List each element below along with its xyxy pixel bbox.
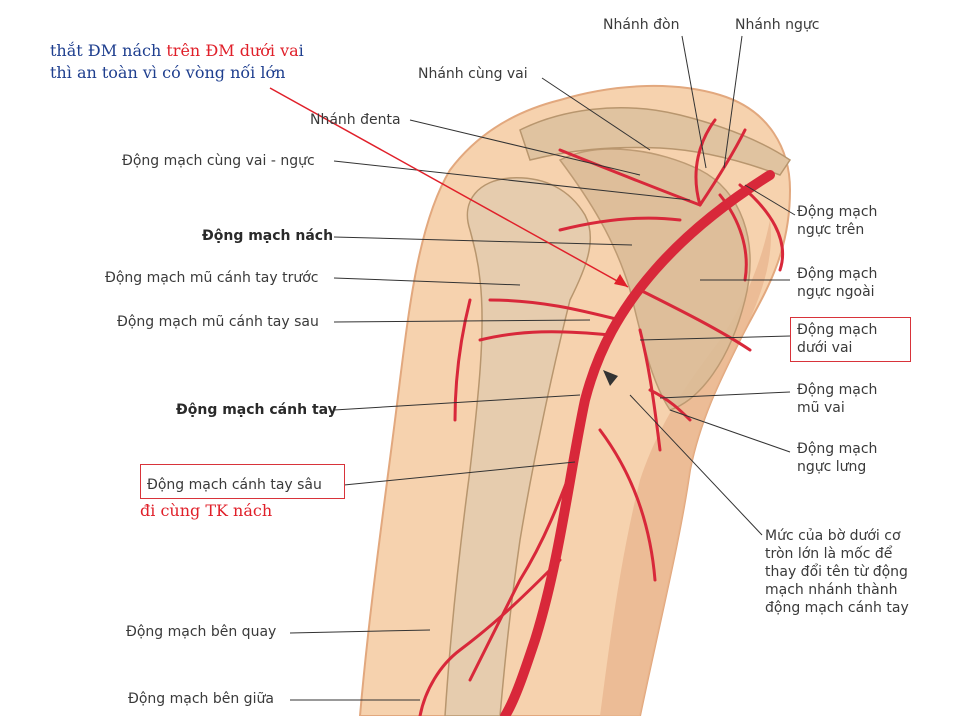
label-dm-cung-vai-nguc: Động mạch cùng vai - ngực	[122, 153, 315, 169]
annotation-red-arrowhead	[614, 274, 628, 287]
label-muc-1: Mức của bờ dưới cơ	[765, 528, 901, 544]
brachial-artery	[500, 170, 775, 716]
label-dm-mu-canh-tay-sau: Động mạch mũ cánh tay sau	[117, 314, 319, 330]
subscapular-box	[790, 317, 911, 362]
label-muc-5: động mạch cánh tay	[765, 600, 909, 616]
label-dm-nach: Động mạch nách	[202, 228, 334, 244]
note-blue-part: thắt ĐM nách	[50, 41, 167, 60]
label-dm-mu-vai-1: Động mạch	[797, 382, 878, 398]
label-dm-nguc-tren-2: ngực trên	[797, 222, 865, 238]
label-dm-nguc-lung-2: ngực lưng	[797, 459, 867, 475]
label-muc-4: mạch nhánh thành	[765, 582, 898, 598]
label-nhanh-don: Nhánh đòn	[603, 17, 680, 33]
label-dm-mu-canh-tay-truoc: Động mạch mũ cánh tay trước	[105, 270, 319, 286]
label-dm-duoi-vai-2: dưới vai	[797, 340, 853, 356]
label-nhanh-denta: Nhánh đenta	[310, 112, 401, 128]
annotation-red-line	[269, 87, 629, 288]
leader-lines	[289, 35, 796, 701]
label-muc-3: thay đổi tên từ động	[765, 564, 908, 580]
label-dm-nguc-ngoai-2: ngực ngoài	[797, 284, 875, 300]
level-arrowhead	[603, 370, 618, 386]
label-dm-duoi-vai-1: Động mạch	[797, 322, 878, 338]
note-blue-end: i	[298, 41, 304, 60]
label-nhanh-nguc: Nhánh ngực	[735, 17, 820, 33]
label-dm-ben-quay: Động mạch bên quay	[126, 624, 277, 640]
label-dm-nguc-ngoai-1: Động mạch	[797, 266, 878, 282]
deep-brachial-box	[140, 464, 345, 499]
label-di-cung-tk-nach: đi cùng TK nách	[140, 501, 273, 520]
note-red-part: trên ĐM dưới va	[166, 41, 299, 60]
ligation-note-line2: thì an toàn vì có vòng nối lớn	[50, 63, 286, 82]
label-dm-nguc-lung-1: Động mạch	[797, 441, 878, 457]
label-dm-canh-tay-sau: Động mạch cánh tay sâu	[147, 477, 322, 493]
label-dm-ben-giua: Động mạch bên giữa	[128, 691, 274, 707]
label-dm-nguc-tren-1: Động mạch	[797, 204, 878, 220]
ligation-note-line1: thắt ĐM nách trên ĐM dưới vai	[50, 40, 304, 61]
artery-branches	[418, 118, 785, 716]
clavicle	[519, 107, 792, 176]
label-nhanh-cung-vai: Nhánh cùng vai	[418, 66, 528, 82]
label-dm-canh-tay: Động mạch cánh tay	[176, 402, 337, 418]
humerus-bone	[444, 177, 592, 716]
scapula	[558, 148, 751, 411]
label-muc-2: tròn lớn là mốc để	[765, 546, 893, 562]
label-dm-mu-vai-2: mũ vai	[797, 400, 845, 416]
